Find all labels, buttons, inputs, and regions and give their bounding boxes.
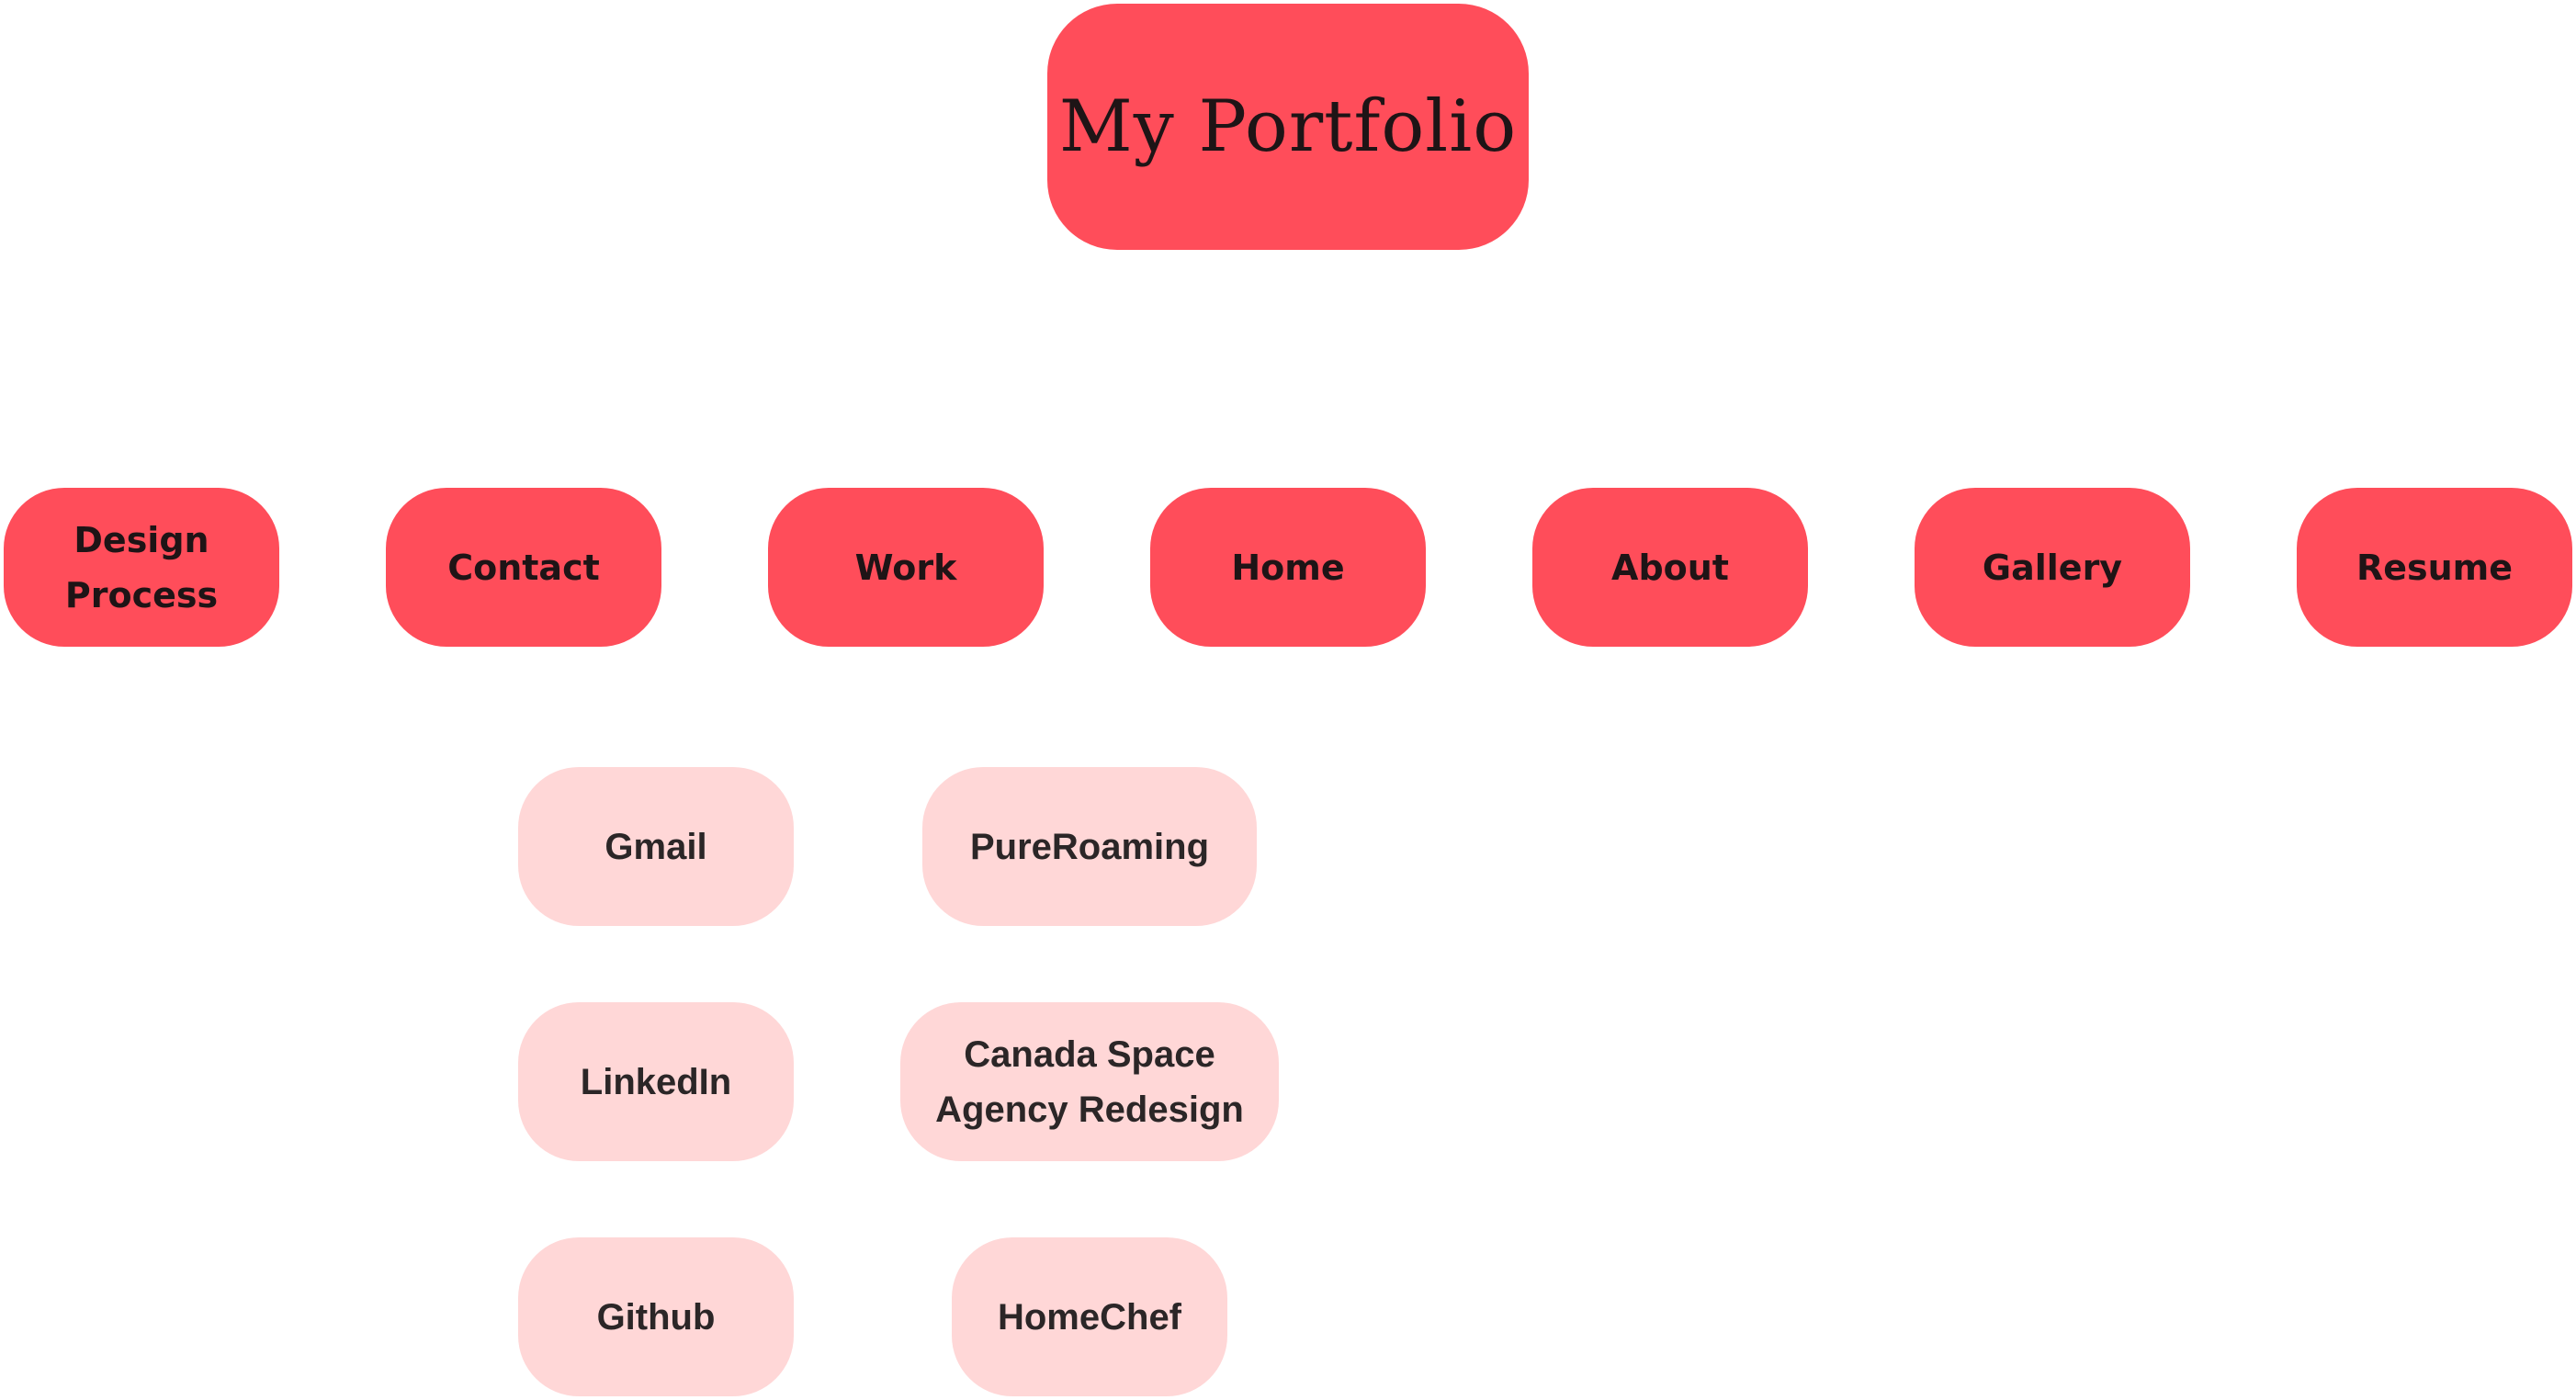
contact-child-linkedin: LinkedIn [518, 1002, 794, 1161]
page-node-design-process: Design Process [4, 488, 279, 647]
root-node-my-portfolio: My Portfolio [1047, 4, 1529, 250]
page-node-resume: Resume [2297, 488, 2572, 647]
work-child-canada-space: Canada Space Agency Redesign [900, 1002, 1279, 1161]
page-node-gallery: Gallery [1915, 488, 2190, 647]
contact-child-gmail: Gmail [518, 767, 794, 926]
page-node-work: Work [768, 488, 1044, 647]
work-child-pureroaming: PureRoaming [922, 767, 1257, 926]
page-node-contact: Contact [386, 488, 661, 647]
work-child-homechef: HomeChef [952, 1237, 1227, 1396]
page-node-home: Home [1150, 488, 1426, 647]
contact-child-github: Github [518, 1237, 794, 1396]
page-node-about: About [1532, 488, 1808, 647]
